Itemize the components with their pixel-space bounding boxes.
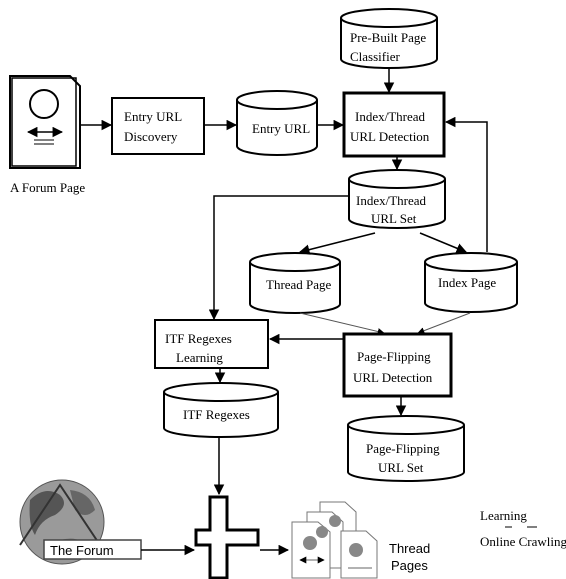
entry-url-label: Entry URL bbox=[252, 121, 310, 136]
index-thread-detection-line1: Index/Thread bbox=[355, 109, 426, 124]
index-thread-detection-box bbox=[344, 93, 444, 156]
page-flipping-detection-line2: URL Detection bbox=[353, 370, 433, 385]
entry-url-discovery-box bbox=[112, 98, 204, 154]
index-page-label: Index Page bbox=[438, 275, 496, 290]
page-flipping-detection-line1: Page-Flipping bbox=[357, 349, 431, 364]
thread-pages-icon bbox=[292, 502, 377, 578]
index-thread-detection-line2: URL Detection bbox=[350, 129, 430, 144]
page-flipping-detection-box bbox=[344, 334, 451, 396]
arrow-thread-to-flipping bbox=[300, 313, 384, 333]
itf-learning-line2: Learning bbox=[176, 350, 223, 365]
arrow-index-to-detection bbox=[446, 122, 487, 252]
pre-built-classifier-line1: Pre-Built Page bbox=[350, 30, 426, 45]
the-forum-label: The Forum bbox=[50, 543, 114, 558]
legend-learning: Learning bbox=[480, 508, 527, 523]
thread-pages-line1: Thread bbox=[389, 541, 430, 556]
arrow-set-to-thread bbox=[300, 233, 375, 252]
thread-pages-line2: Pages bbox=[391, 558, 428, 573]
arrow-set-to-index bbox=[420, 233, 466, 252]
page-flipping-set-line1: Page-Flipping bbox=[366, 441, 440, 456]
index-thread-set-line2: URL Set bbox=[371, 211, 417, 226]
index-thread-set-line1: Index/Thread bbox=[356, 193, 427, 208]
entry-url-discovery-line1: Entry URL bbox=[124, 109, 182, 124]
itf-regexes-label: ITF Regexes bbox=[183, 407, 250, 422]
thread-page-label: Thread Page bbox=[266, 277, 332, 292]
itf-learning-line1: ITF Regexes bbox=[165, 331, 232, 346]
forum-page-label: A Forum Page bbox=[10, 180, 85, 195]
legend-online-crawling: Online Crawling bbox=[480, 534, 566, 549]
plus-icon bbox=[196, 497, 258, 578]
forum-page-icon bbox=[10, 76, 80, 168]
pre-built-classifier-line2: Classifier bbox=[350, 49, 400, 64]
page-flipping-set-line2: URL Set bbox=[378, 460, 424, 475]
entry-url-discovery-line2: Discovery bbox=[124, 129, 178, 144]
arrow-index-to-flipping bbox=[418, 313, 470, 333]
